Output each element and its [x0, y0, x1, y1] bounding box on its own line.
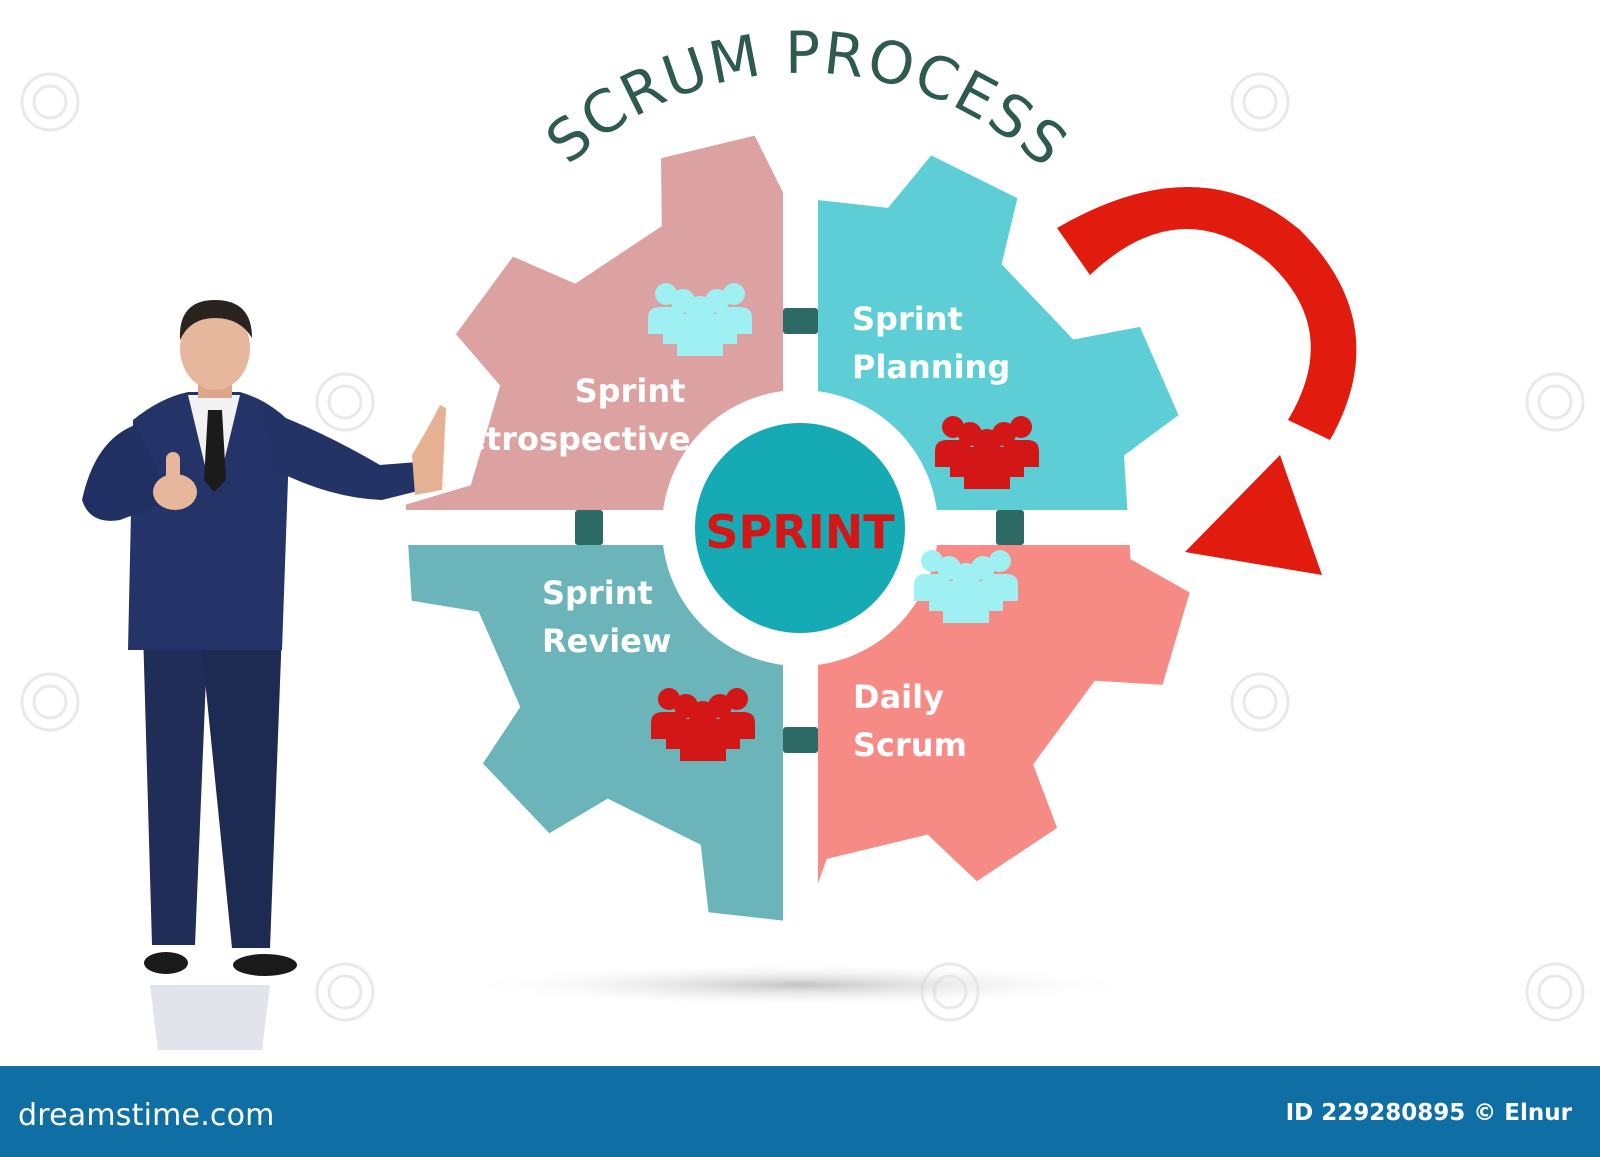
gear-label: Retrospective — [440, 420, 691, 458]
gear-connectors — [575, 308, 1024, 753]
center-label: SPRINT — [705, 505, 895, 559]
gear-label: Daily — [853, 678, 944, 716]
gear-label: Sprint — [542, 574, 653, 612]
gear-label: Review — [542, 622, 671, 660]
gear-label: Scrum — [853, 726, 967, 764]
gear-planning — [818, 155, 1179, 510]
footer-logo: dreamstime.com — [18, 1098, 275, 1133]
gear-retrospective — [405, 135, 783, 510]
gear-label: Sprint — [852, 300, 963, 338]
gear-label: Planning — [852, 348, 1010, 386]
gear-label: Sprint — [575, 372, 686, 410]
center-circle — [695, 423, 905, 633]
footer-image-id: ID 229280895 © Elnur — [1285, 1100, 1572, 1126]
footer-bar — [0, 1066, 1600, 1157]
cycle-arrow-icon — [1057, 186, 1357, 575]
diagram-title: SCRUM PROCESS — [533, 19, 1081, 181]
gear-daily-scrum — [818, 545, 1190, 884]
gear-review — [408, 545, 783, 921]
businessman — [82, 300, 446, 1050]
watermark — [20, 72, 1585, 1022]
floor-shadow — [460, 963, 1140, 1007]
